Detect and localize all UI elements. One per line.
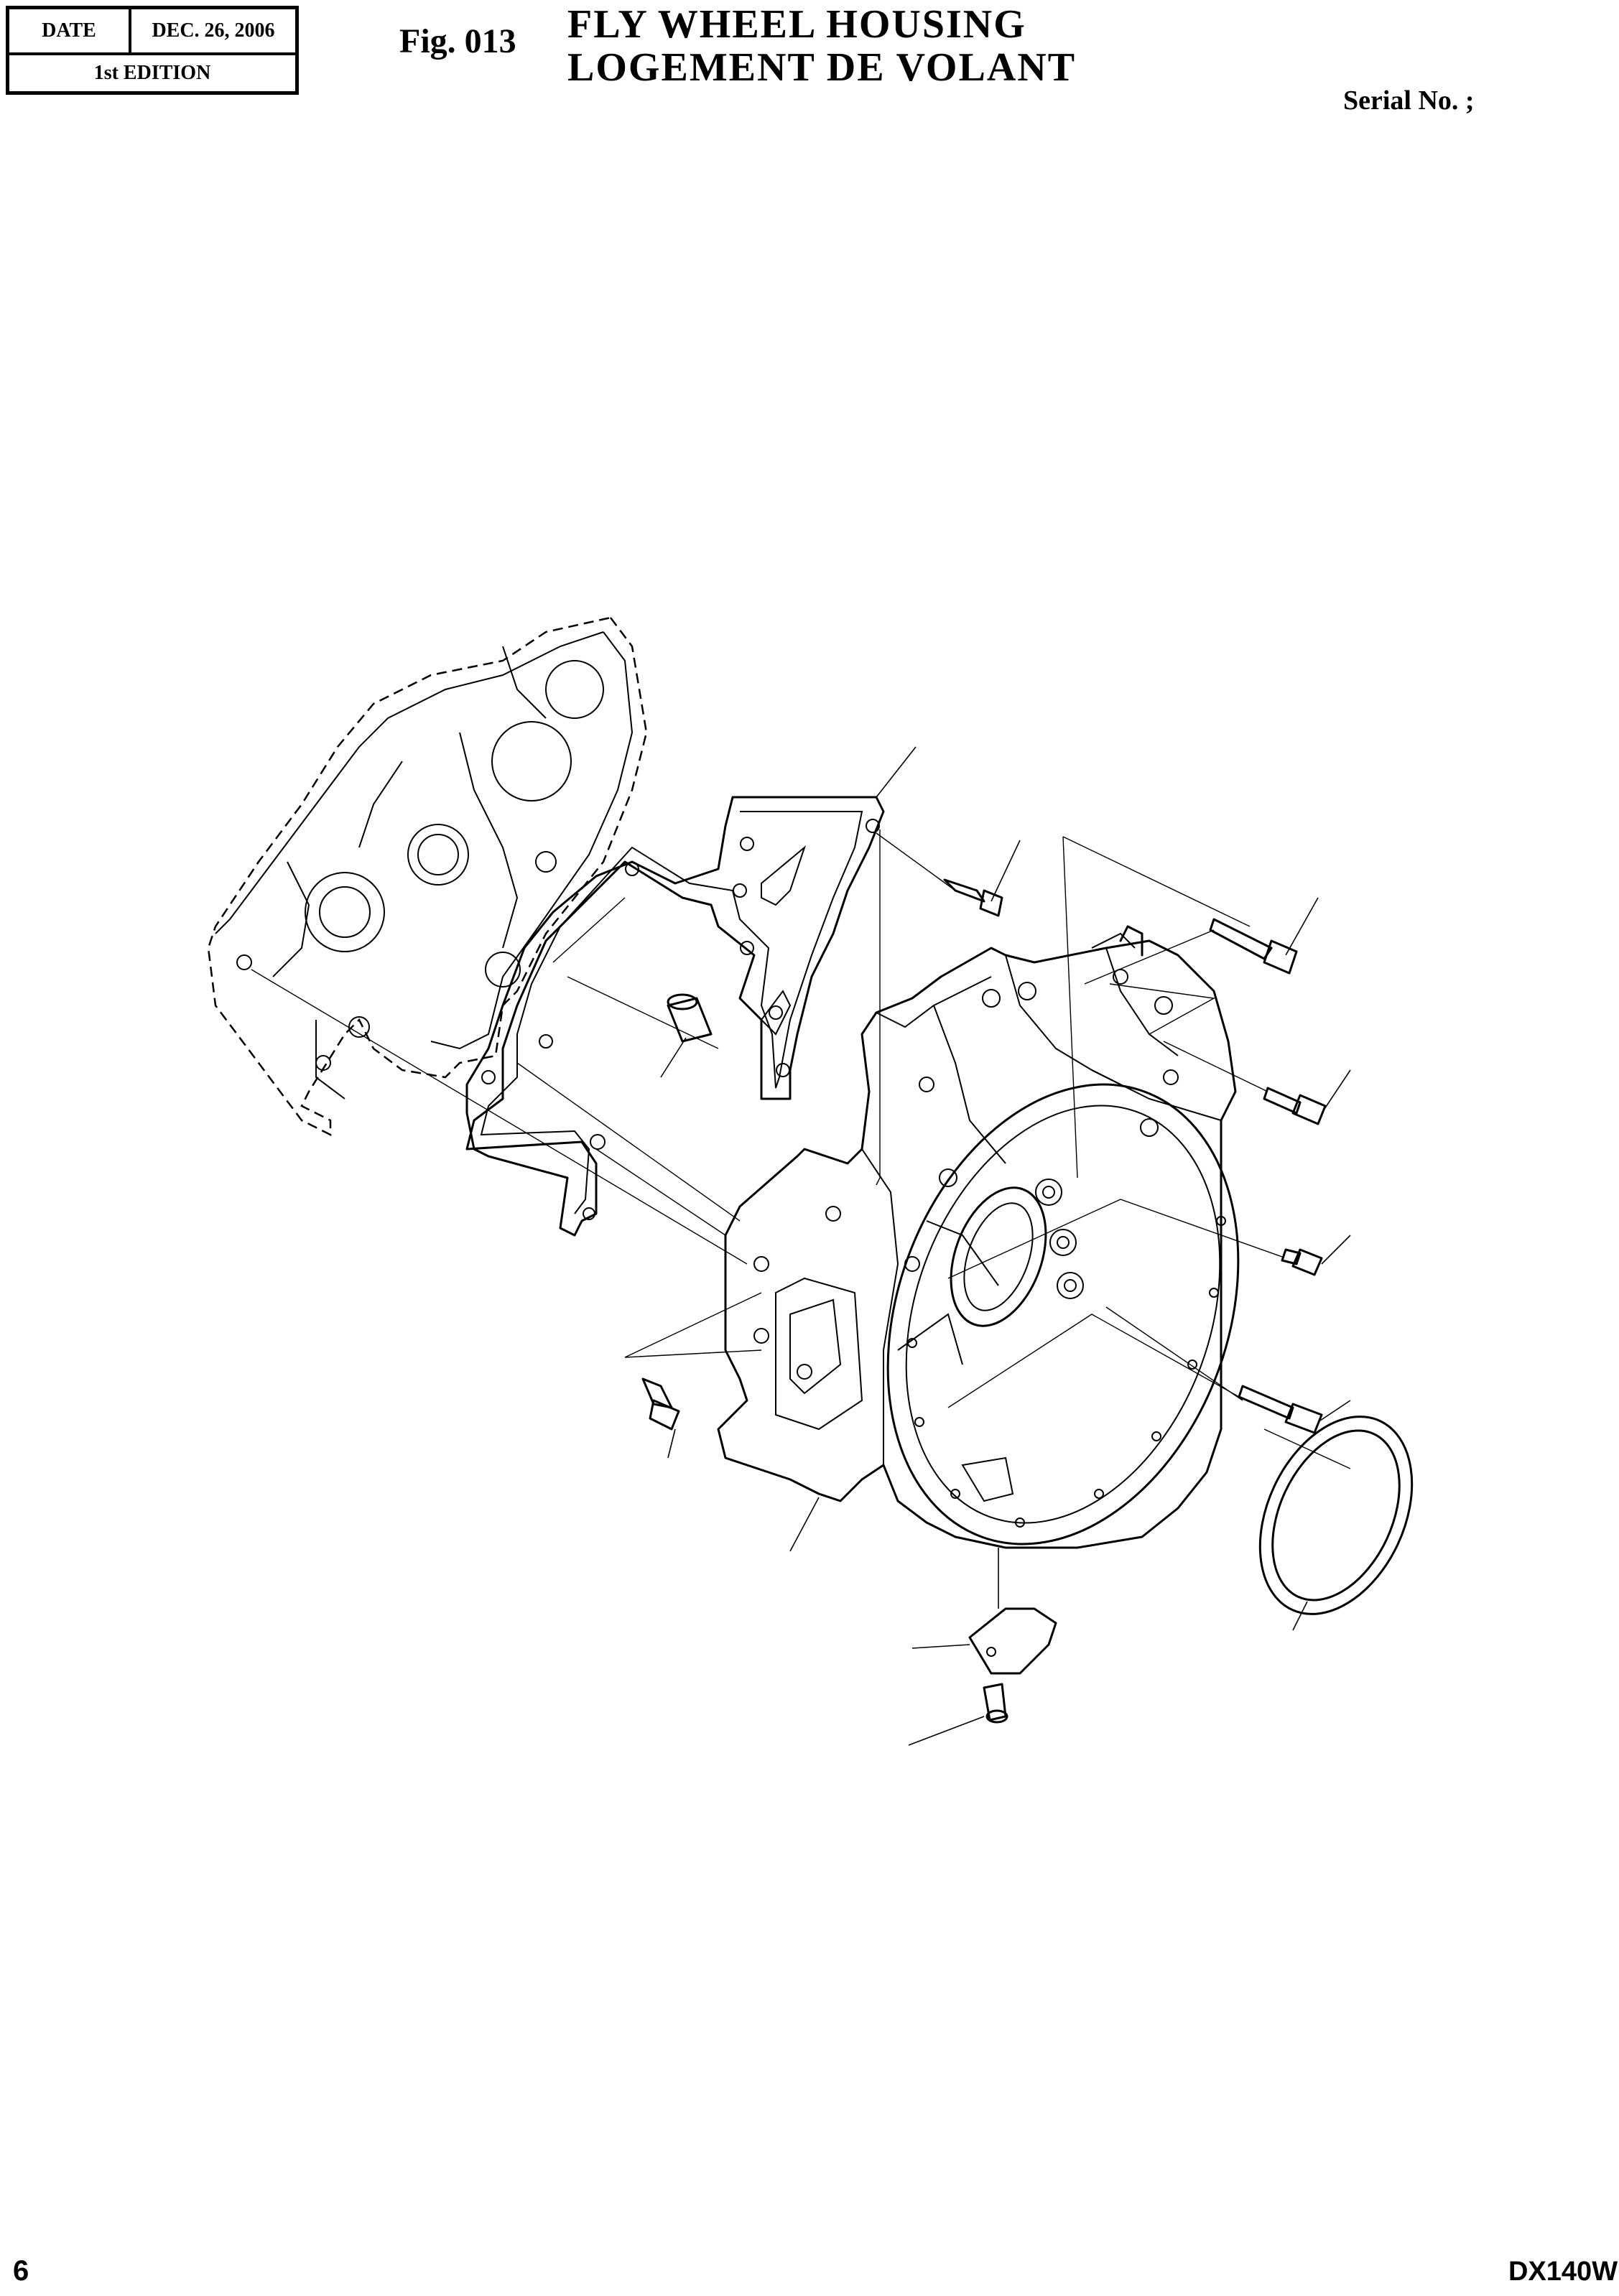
timing-case-ghost bbox=[207, 616, 648, 1137]
bolt-upper-left bbox=[943, 878, 1003, 917]
figure-title-french: LOGEMENT DE VOLANT bbox=[567, 45, 1077, 90]
seal-ring bbox=[1258, 1416, 1414, 1631]
model-code: DX140W bbox=[1508, 2257, 1618, 2287]
cover-screw bbox=[908, 1683, 1008, 1746]
gasket bbox=[465, 796, 885, 1237]
bolt-lower-right bbox=[1281, 1248, 1323, 1276]
edition-label: 1st EDITION bbox=[93, 62, 211, 84]
flywheel-housing bbox=[717, 925, 1240, 1549]
serial-number-label: Serial No. ; bbox=[1343, 85, 1475, 116]
dowel-pin bbox=[660, 993, 713, 1078]
edition-box: DATE DEC. 26, 2006 1st EDITION bbox=[6, 6, 299, 95]
bolt-lower-left bbox=[641, 1377, 680, 1431]
bolt-upper-right bbox=[1209, 918, 1298, 975]
bolt-long-right bbox=[1238, 1385, 1323, 1434]
cover-plate bbox=[911, 1607, 1057, 1675]
date-value: DEC. 26, 2006 bbox=[131, 9, 295, 55]
page-number: 6 bbox=[13, 2255, 29, 2287]
bolt-mid-right bbox=[1263, 1087, 1327, 1125]
leader-lines bbox=[251, 746, 1351, 1609]
figure-number: Fig. 013 bbox=[399, 22, 516, 60]
figure-title-english: FLY WHEEL HOUSING bbox=[567, 2, 1026, 47]
date-label: DATE bbox=[9, 9, 131, 55]
